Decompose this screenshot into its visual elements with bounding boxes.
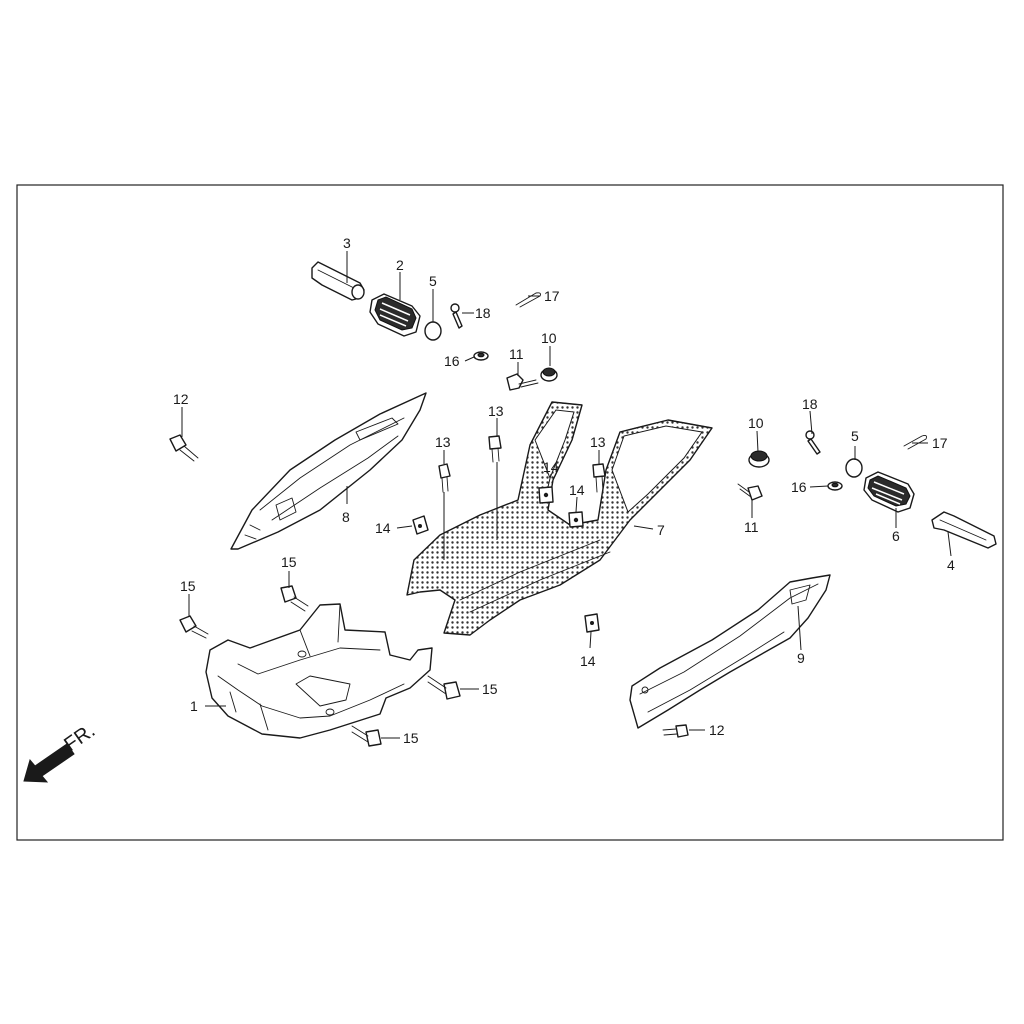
part-15-bolt-a bbox=[179, 615, 209, 639]
callout-4: 4 bbox=[947, 557, 955, 573]
part-16-washer-left bbox=[473, 351, 489, 361]
callout-13-b: 13 bbox=[488, 403, 504, 419]
callout-10-center: 10 bbox=[541, 330, 557, 346]
callout-5-left: 5 bbox=[429, 273, 437, 289]
part-5-washer-right bbox=[845, 458, 863, 478]
arrow-down-left-icon bbox=[23, 743, 75, 783]
part-14-clip-b bbox=[538, 486, 554, 504]
callout-16-left: 16 bbox=[444, 353, 460, 369]
part-15-bolt-c bbox=[427, 675, 461, 700]
callout-6: 6 bbox=[892, 528, 900, 544]
part-12-bolt-right bbox=[662, 724, 689, 738]
part-5-washer-left bbox=[424, 321, 442, 341]
part-3-footrest-pivot bbox=[311, 261, 365, 301]
callout-14-b: 14 bbox=[543, 459, 559, 475]
part-9-right-side-cover bbox=[629, 574, 831, 729]
part-4-footrest-pivot-right bbox=[931, 511, 997, 549]
callout-12-left: 12 bbox=[173, 391, 189, 407]
callout-15-b: 15 bbox=[281, 554, 297, 570]
diagram-frame bbox=[16, 184, 1004, 841]
callout-11-right: 11 bbox=[744, 519, 759, 535]
callout-3: 3 bbox=[343, 235, 351, 251]
callout-7: 7 bbox=[657, 522, 665, 538]
callout-11-center: 11 bbox=[509, 346, 524, 362]
callout-15-d: 15 bbox=[403, 730, 419, 746]
part-13-bolt-a bbox=[438, 463, 451, 493]
callout-2: 2 bbox=[396, 257, 404, 273]
callout-9: 9 bbox=[797, 650, 805, 666]
part-7-floor-panel bbox=[406, 401, 713, 636]
leader-lines bbox=[181, 251, 952, 739]
part-14-clip-d bbox=[584, 613, 600, 633]
part-18-pin-left bbox=[450, 303, 463, 329]
callout-5-right: 5 bbox=[851, 428, 859, 444]
part-6-footrest-pad-right bbox=[863, 471, 915, 513]
part-11-bolt-right bbox=[737, 483, 763, 501]
callout-13-a: 13 bbox=[435, 434, 451, 450]
part-8-left-side-cover bbox=[230, 392, 427, 550]
callout-18-left: 18 bbox=[475, 305, 491, 321]
callout-8: 8 bbox=[342, 509, 350, 525]
part-13-bolt-c bbox=[592, 463, 606, 493]
part-14-clip-a bbox=[412, 515, 429, 535]
part-10-grommet-center bbox=[540, 367, 558, 382]
part-12-bolt-left bbox=[169, 434, 199, 462]
callout-13-c: 13 bbox=[590, 434, 606, 450]
part-16-washer-right bbox=[827, 481, 843, 491]
part-1-lower-tray bbox=[205, 603, 433, 739]
part-14-clip-c bbox=[568, 511, 584, 528]
callout-15-a: 15 bbox=[180, 578, 196, 594]
part-18-pin-right bbox=[805, 430, 821, 455]
part-17-cotter-pin-right bbox=[903, 434, 927, 450]
callout-15-c: 15 bbox=[482, 681, 498, 697]
callout-1: 1 bbox=[190, 698, 198, 714]
callout-labels: 1 2 3 4 5 5 6 7 8 9 10 10 11 11 12 12 13… bbox=[173, 235, 955, 746]
part-15-bolt-b bbox=[280, 585, 309, 612]
callout-16-right: 16 bbox=[791, 479, 807, 495]
part-2-footrest-pad bbox=[369, 293, 421, 337]
part-15-bolt-d bbox=[351, 725, 382, 747]
callout-17-left: 17 bbox=[544, 288, 560, 304]
callout-14-c: 14 bbox=[569, 482, 585, 498]
callout-10-right: 10 bbox=[748, 415, 764, 431]
callout-12-right: 12 bbox=[709, 722, 725, 738]
part-17-cotter-pin-left bbox=[515, 292, 541, 308]
part-10-grommet-right bbox=[748, 450, 770, 468]
callout-14-a: 14 bbox=[375, 520, 391, 536]
front-direction-indicator: FR. bbox=[23, 720, 99, 783]
callout-18-right: 18 bbox=[802, 396, 818, 412]
part-13-bolt-b bbox=[488, 435, 502, 463]
callout-17-right: 17 bbox=[932, 435, 948, 451]
callout-14-d: 14 bbox=[580, 653, 596, 669]
part-11-bolt-center bbox=[506, 373, 539, 391]
